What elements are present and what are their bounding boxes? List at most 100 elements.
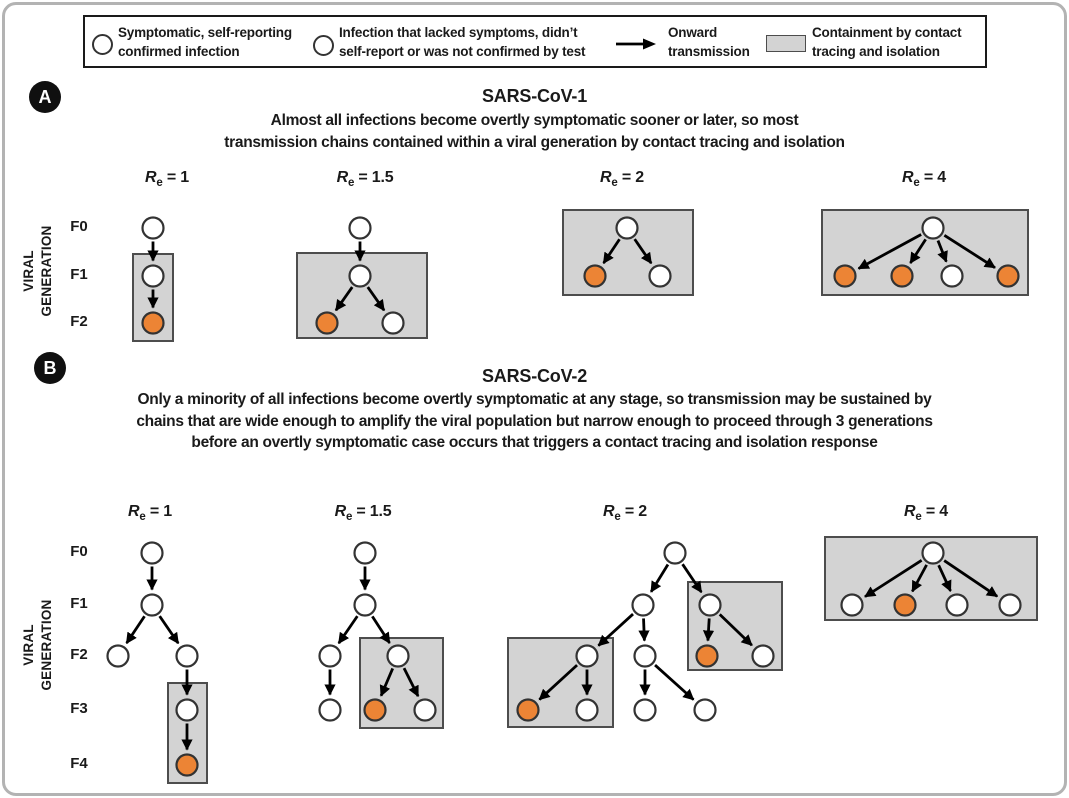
case-node-symptomatic <box>996 264 1020 288</box>
case-node-unconfirmed <box>945 593 969 617</box>
transmission-arrow <box>702 618 715 642</box>
transmission-arrow <box>649 563 670 593</box>
case-node-unconfirmed <box>141 264 165 288</box>
case-node-unconfirmed <box>998 593 1022 617</box>
re-label: Re = 4 <box>902 169 946 190</box>
case-node-symptomatic <box>890 264 914 288</box>
case-node-unconfirmed <box>615 216 639 240</box>
transmission-arrow <box>633 238 653 265</box>
transmission-arrow <box>366 286 386 312</box>
legend-label-containment: Containment by contact tracing and isola… <box>812 25 962 59</box>
case-node-symptomatic <box>695 644 719 668</box>
legend-label-unconfirmed: Infection that lacked symptoms, didn’t s… <box>339 25 586 59</box>
re-label: Re = 4 <box>904 503 948 524</box>
case-node-unconfirmed <box>353 593 377 617</box>
symptomatic-case-icon <box>92 34 113 55</box>
case-node-unconfirmed <box>140 593 164 617</box>
containment-box-icon <box>766 35 806 52</box>
panel-b-description: Only a minority of all infections become… <box>136 391 933 451</box>
generation-label: F0 <box>70 218 88 235</box>
transmission-arrow <box>937 564 952 592</box>
case-node-symptomatic <box>833 264 857 288</box>
case-node-unconfirmed <box>381 311 405 335</box>
case-node-unconfirmed <box>940 264 964 288</box>
legend-label-symptomatic: Symptomatic, self-reporting confirmed in… <box>118 25 292 59</box>
generation-label: F1 <box>70 266 88 283</box>
transmission-arrow <box>125 615 146 645</box>
panel-b-title: SARS-CoV-2 <box>481 366 588 386</box>
case-node-unconfirmed <box>648 264 672 288</box>
transmission-arrow <box>943 234 996 269</box>
panel-a-axis-label: VIRAL GENERATION <box>21 225 54 317</box>
case-node-symptomatic <box>175 753 199 777</box>
re-label: Re = 2 <box>600 169 644 190</box>
transmission-arrow <box>911 564 928 593</box>
case-node-unconfirmed <box>698 593 722 617</box>
transmission-arrow <box>857 233 922 270</box>
legend-label-transmission: Onward transmission <box>668 25 750 59</box>
generation-label: F2 <box>70 313 88 330</box>
case-node-symptomatic <box>893 593 917 617</box>
case-node-unconfirmed <box>751 644 775 668</box>
panel-b-axis-label: VIRAL GENERATION <box>21 599 54 691</box>
case-node-unconfirmed <box>175 644 199 668</box>
case-node-unconfirmed <box>318 698 342 722</box>
case-node-unconfirmed <box>353 541 377 565</box>
transmission-arrow <box>158 615 180 645</box>
transmission-arrow <box>371 615 391 644</box>
panel-b-badge: B <box>34 352 66 384</box>
generation-label: F4 <box>70 755 88 772</box>
case-node-symptomatic <box>363 698 387 722</box>
case-node-unconfirmed <box>175 698 199 722</box>
case-node-unconfirmed <box>386 644 410 668</box>
panel-a-badge: A <box>29 81 61 113</box>
case-node-symptomatic <box>315 311 339 335</box>
transmission-arrow <box>602 238 621 265</box>
re-label: Re = 1 <box>128 503 172 524</box>
case-node-unconfirmed <box>318 644 342 668</box>
transmission-arrow <box>681 563 703 594</box>
unconfirmed-case-icon <box>313 35 334 56</box>
transmission-arrow <box>718 613 753 647</box>
panel-a-title: SARS-CoV-1 <box>481 86 588 106</box>
case-node-symptomatic <box>141 311 165 335</box>
transmission-arrow <box>864 559 923 598</box>
transmission-arrow <box>337 615 359 645</box>
transmission-arrow <box>402 667 420 698</box>
generation-label: F3 <box>70 700 88 717</box>
transmission-arrow <box>379 667 394 697</box>
case-node-unconfirmed <box>575 698 599 722</box>
case-node-unconfirmed <box>413 698 437 722</box>
generation-label: F2 <box>70 646 88 663</box>
case-node-symptomatic <box>583 264 607 288</box>
transmission-arrow <box>597 613 634 647</box>
case-node-unconfirmed <box>921 541 945 565</box>
transmission-arrow <box>654 663 695 701</box>
case-node-unconfirmed <box>348 216 372 240</box>
case-node-symptomatic <box>516 698 540 722</box>
re-label: Re = 2 <box>603 503 647 524</box>
case-node-unconfirmed <box>921 216 945 240</box>
case-node-unconfirmed <box>631 593 655 617</box>
transmission-arrow <box>936 240 948 263</box>
case-node-unconfirmed <box>348 264 372 288</box>
transmission-arrow <box>538 664 578 701</box>
panel-a-description: Almost all infections become overtly sym… <box>224 112 845 151</box>
case-node-unconfirmed <box>575 644 599 668</box>
transmission-arrow <box>334 286 354 312</box>
re-label: Re = 1 <box>145 169 189 190</box>
transmission-arrow <box>638 618 650 642</box>
case-node-unconfirmed <box>140 541 164 565</box>
case-node-unconfirmed <box>663 541 687 565</box>
case-node-unconfirmed <box>693 698 717 722</box>
transmission-arrow <box>943 559 999 598</box>
case-node-unconfirmed <box>633 698 657 722</box>
generation-label: F1 <box>70 595 88 612</box>
generation-label: F0 <box>70 543 88 560</box>
re-label: Re = 1.5 <box>336 169 394 190</box>
case-node-unconfirmed <box>633 644 657 668</box>
case-node-unconfirmed <box>106 644 130 668</box>
legend: Symptomatic, self-reporting confirmed in… <box>83 15 987 68</box>
